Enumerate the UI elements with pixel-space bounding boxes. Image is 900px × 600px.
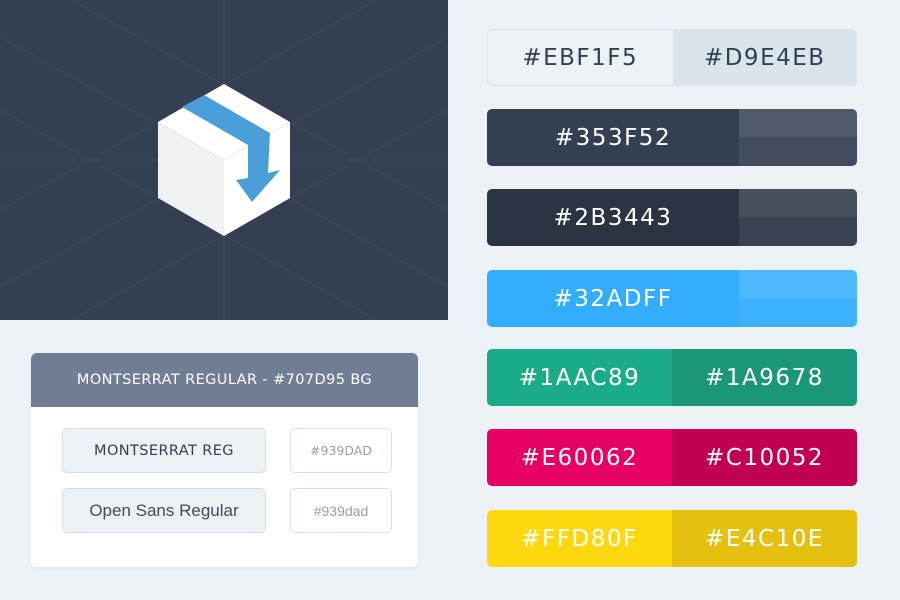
font-specimen-card: MONTSERRAT REGULAR - #707D95 BG MONTSERR… (31, 353, 418, 567)
swatch-left: #EBF1F5 (487, 29, 673, 86)
swatch-right: #1A9678 (672, 349, 857, 406)
swatch-green: #1AAC89 #1A9678 (487, 349, 857, 406)
font-sample-open-sans: Open Sans Regular (62, 488, 266, 533)
font-color-hex: #939dad (290, 488, 392, 533)
swatch-right: #E4C10E (672, 510, 857, 567)
swatch-tint-light (739, 109, 857, 137)
swatch-left: #1AAC89 (487, 349, 672, 406)
swatch-label: #2B3443 (553, 204, 673, 231)
swatch-tint-mid (739, 137, 857, 166)
swatch-dark-slate: #2B3443 (487, 189, 857, 246)
swatch-tint-light (739, 270, 857, 298)
swatch-left: #FFD80F (487, 510, 672, 567)
font-card-header: MONTSERRAT REGULAR - #707D95 BG (31, 353, 418, 407)
hero-banner (0, 0, 448, 320)
swatch-tint-light (739, 189, 857, 217)
font-row-montserrat: MONTSERRAT REG #939DAD (62, 428, 392, 473)
swatch-tint-mid (739, 217, 857, 246)
swatch-tint-mid (739, 298, 857, 327)
swatch-label: #353F52 (554, 124, 672, 151)
swatch-left: #E60062 (487, 429, 672, 486)
swatch-blue: #32ADFF (487, 270, 857, 327)
swatch-right: #D9E4EB (672, 29, 857, 86)
swatch-pink: #E60062 #C10052 (487, 429, 857, 486)
font-sample-montserrat: MONTSERRAT REG (62, 428, 266, 473)
swatch-label: #32ADFF (553, 285, 673, 312)
box-arrow-logo-icon (158, 84, 290, 236)
swatch-right: #C10052 (672, 429, 857, 486)
font-color-hex: #939DAD (290, 428, 392, 473)
swatch-yellow: #FFD80F #E4C10E (487, 510, 857, 567)
swatch-slate: #353F52 (487, 109, 857, 166)
swatch-light-gray: #EBF1F5 #D9E4EB (487, 29, 857, 86)
font-row-open-sans: Open Sans Regular #939dad (62, 488, 392, 533)
